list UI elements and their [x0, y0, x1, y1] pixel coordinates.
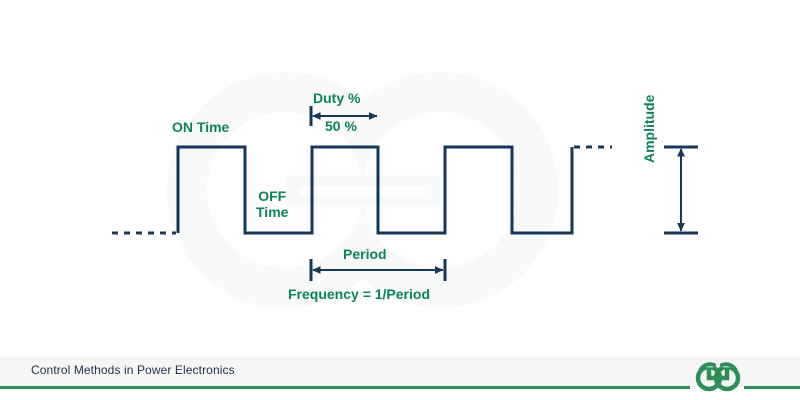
label-off-time: OFF Time	[256, 188, 289, 221]
label-frequency: Frequency = 1/Period	[288, 286, 430, 302]
footer-band	[0, 357, 800, 387]
label-amplitude: Amplitude	[641, 94, 657, 163]
square-wave-trace	[176, 145, 574, 235]
label-duty-value: 50 %	[325, 118, 357, 134]
geeksforgeeks-logo-icon	[695, 362, 741, 392]
footer-caption: Control Methods in Power Electronics	[31, 363, 235, 377]
footer: Control Methods in Power Electronics	[0, 357, 800, 400]
footer-rule-left	[0, 386, 690, 389]
waveform-svg	[112, 106, 698, 281]
label-period: Period	[343, 246, 387, 262]
label-duty: Duty %	[313, 90, 361, 106]
footer-rule-right	[744, 386, 800, 389]
label-on-time: ON Time	[172, 119, 230, 135]
waveform-diagram: ON Time OFF Time Duty % 50 % Period Freq…	[112, 90, 698, 302]
